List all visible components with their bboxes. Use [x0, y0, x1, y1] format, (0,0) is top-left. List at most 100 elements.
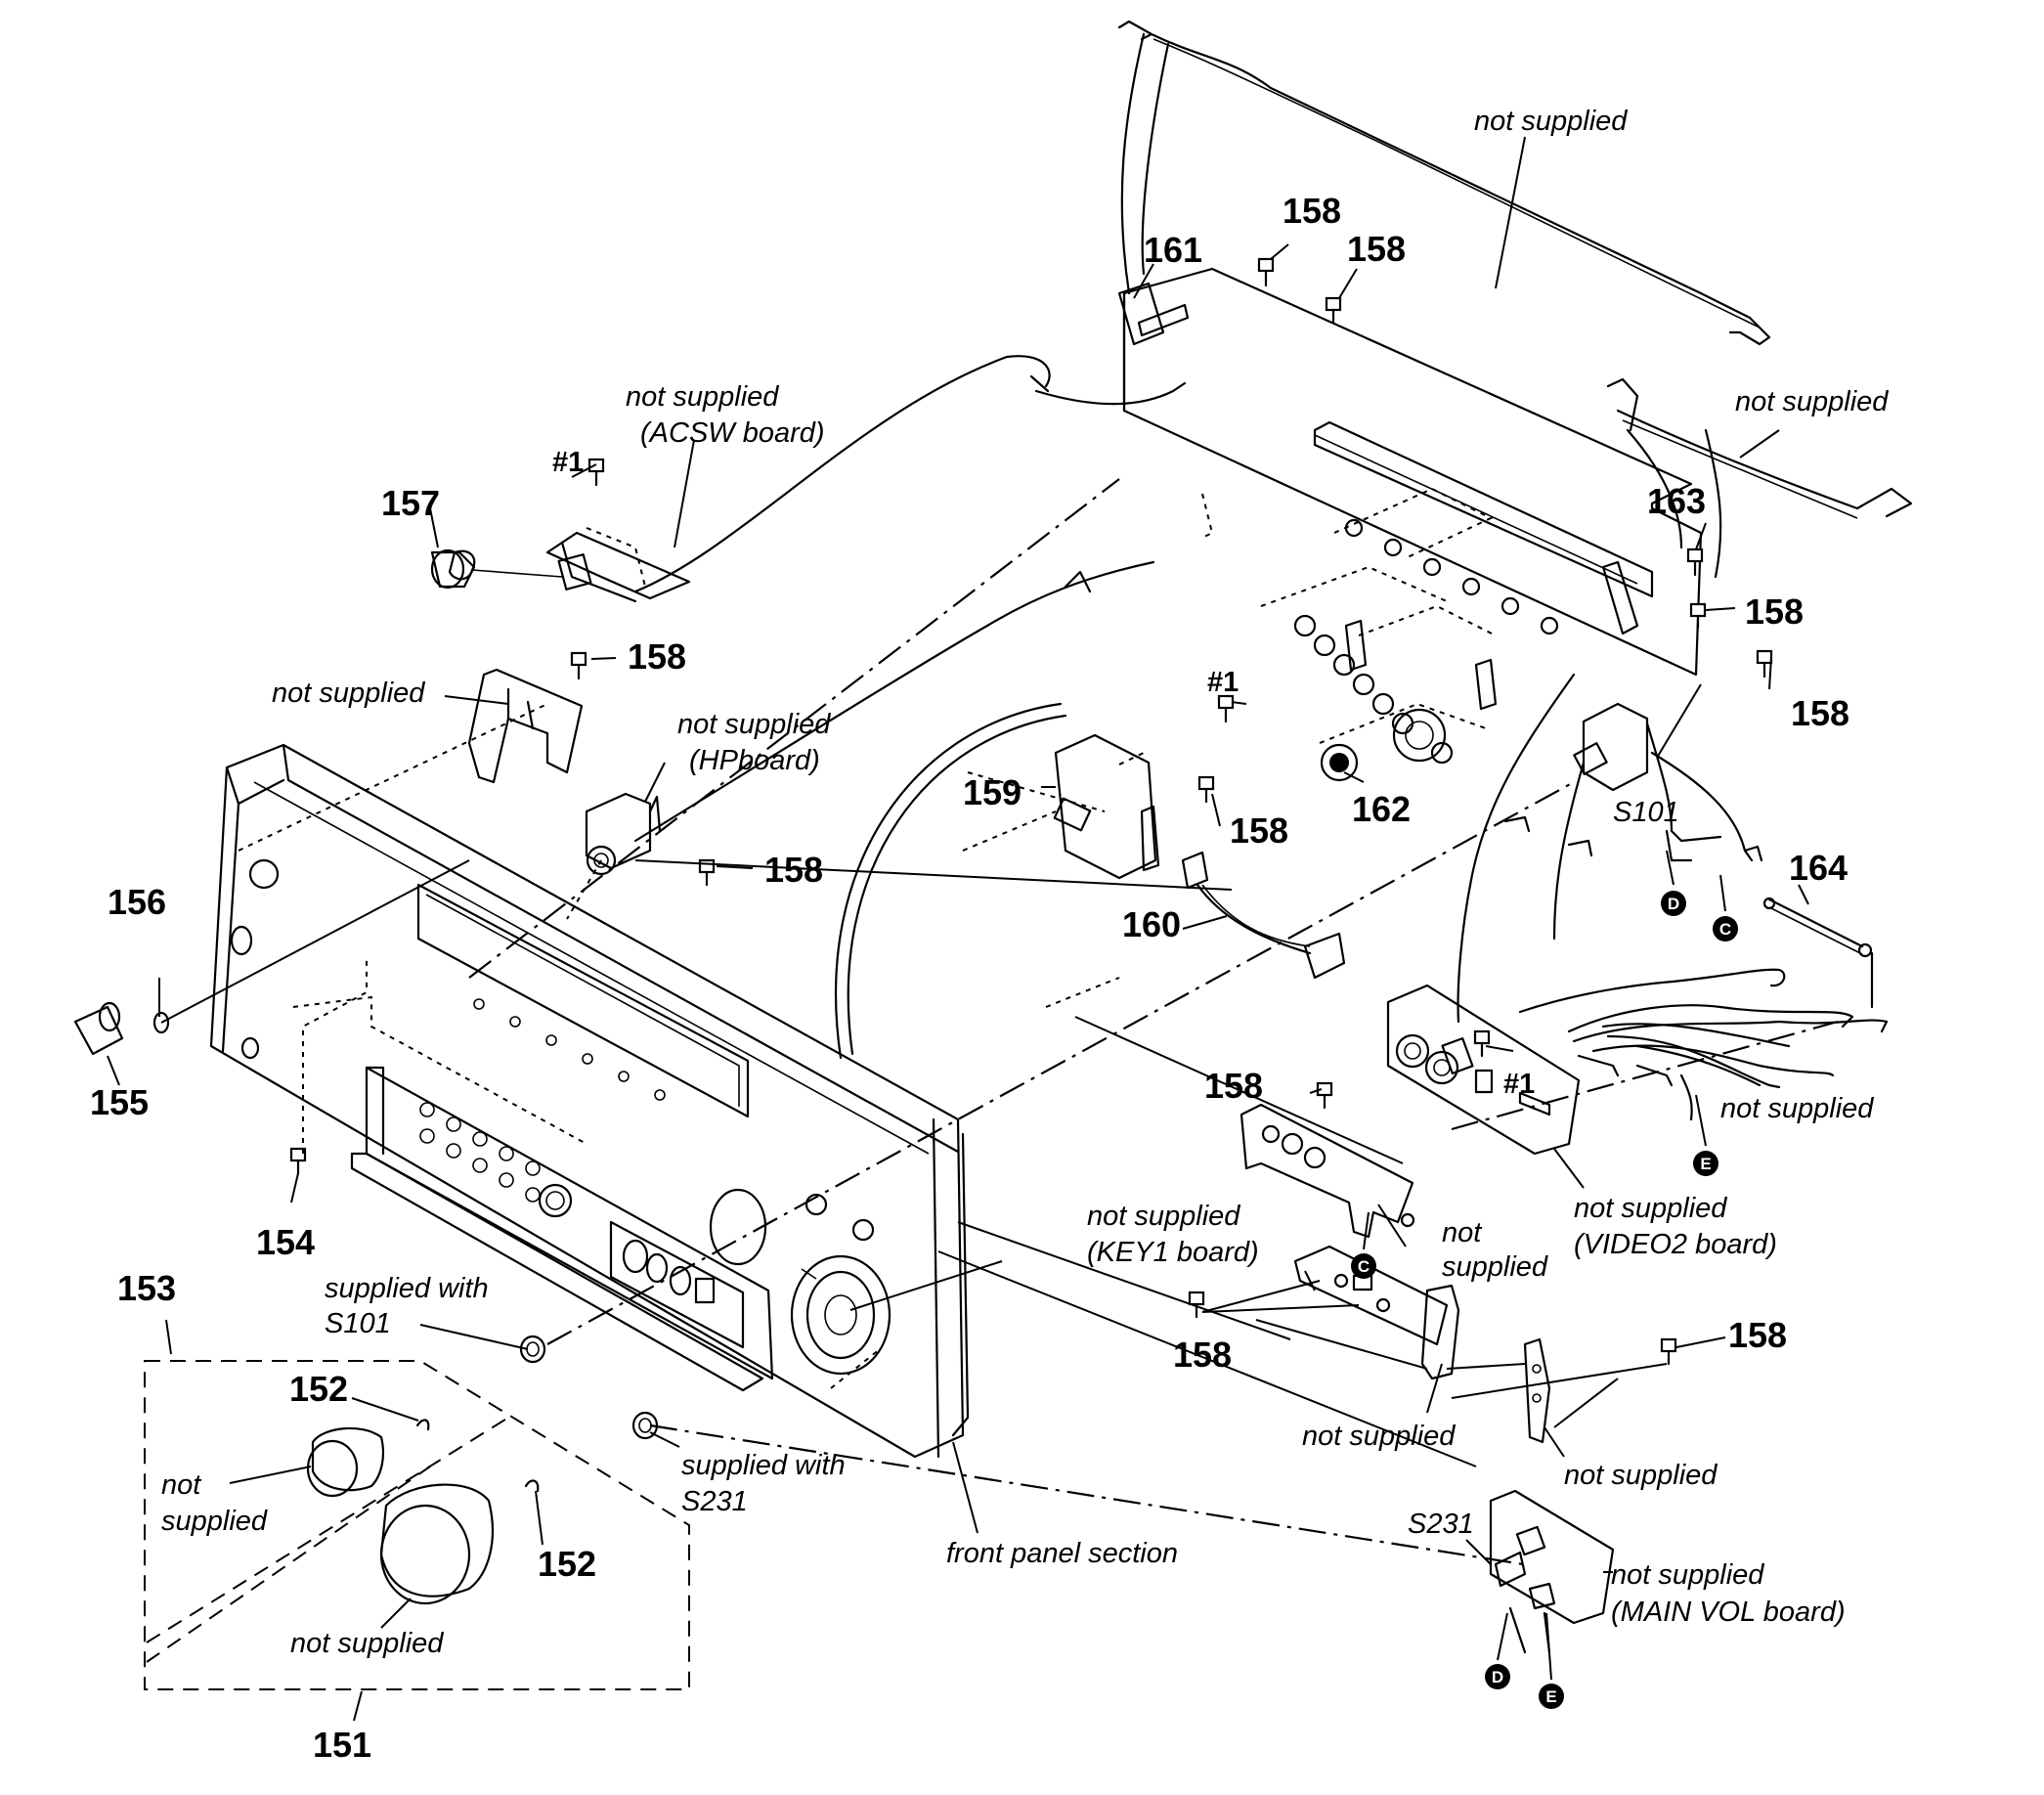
- label-158-d: 158: [1791, 693, 1849, 733]
- screw-158-j: [1660, 1337, 1677, 1366]
- screw-h1-a: [587, 458, 605, 487]
- note-acsw-1: not supplied: [626, 381, 779, 413]
- note-right-cable: not supplied: [1735, 386, 1889, 417]
- screw-158-a: [1257, 257, 1275, 287]
- label-162: 162: [1352, 789, 1411, 829]
- note-key1-bracket: not supplied: [1302, 1421, 1456, 1452]
- note-knob-big: not supplied: [290, 1628, 444, 1659]
- svg-text:C: C: [1719, 920, 1731, 939]
- label-158-b: 158: [1347, 229, 1406, 269]
- knob-155: [73, 1001, 124, 1056]
- label-152-a: 152: [289, 1369, 348, 1409]
- note-acsw-2: (ACSW board): [640, 417, 825, 449]
- note-cables: not supplied: [1720, 1093, 1874, 1124]
- connector-c1: C: [1713, 916, 1738, 941]
- label-h1-c: #1: [1503, 1069, 1535, 1100]
- acsw-board: [448, 527, 691, 603]
- label-s231: S231: [1408, 1509, 1474, 1540]
- label-158-i: 158: [1173, 1335, 1232, 1375]
- label-159: 159: [963, 772, 1022, 812]
- knob-set-151: [306, 1419, 540, 1605]
- note-supplied-s231-1: supplied with: [681, 1450, 846, 1481]
- acsw-bracket: [467, 668, 584, 784]
- screw-158-h: [1316, 1081, 1333, 1110]
- key1-board: [1293, 1245, 1460, 1380]
- label-156: 156: [108, 882, 166, 922]
- cable-160: [1181, 851, 1346, 980]
- screw-154: [289, 1147, 307, 1175]
- connector-e1: E: [1693, 1151, 1718, 1176]
- label-157: 157: [381, 483, 440, 523]
- label-s101: S101: [1613, 797, 1679, 828]
- note-top-cable: not supplied: [1474, 106, 1628, 137]
- screw-h1-b: [1217, 694, 1235, 723]
- label-155: 155: [90, 1082, 149, 1122]
- connector-markers: D C E C D E: [1351, 850, 1738, 1709]
- front-panel-buttons-top: [473, 998, 666, 1101]
- label-151: 151: [313, 1725, 371, 1765]
- small-bracket: [1523, 1337, 1551, 1444]
- assembly-guide-lines: [160, 478, 1839, 1566]
- screws: [289, 257, 1773, 1366]
- svg-text:E: E: [1700, 1155, 1711, 1173]
- label-158-c: 158: [1745, 591, 1804, 632]
- note-hp-1: not supplied: [677, 709, 831, 740]
- label-164: 164: [1789, 848, 1848, 888]
- main-vol-board: [1489, 1489, 1615, 1654]
- front-panel-buttons-bottom: [419, 1102, 541, 1203]
- note-supplied-s231-2: S231: [681, 1486, 748, 1517]
- label-158-e: 158: [628, 636, 686, 677]
- label-158-a: 158: [1283, 191, 1341, 231]
- label-h1-b: #1: [1207, 667, 1239, 698]
- front-panel-section: [209, 743, 970, 1459]
- note-main-vol-2: (MAIN VOL board): [1611, 1597, 1846, 1628]
- connector-d1: D: [1661, 891, 1686, 916]
- svg-text:E: E: [1545, 1687, 1556, 1706]
- washer-156: [152, 1011, 170, 1034]
- screw-h1-c: [1473, 1029, 1491, 1058]
- nut-162: [1320, 743, 1359, 782]
- note-key1-1: not supplied: [1087, 1201, 1240, 1232]
- screw-163: [1686, 547, 1704, 577]
- label-154: 154: [256, 1222, 315, 1262]
- label-158-h: 158: [1204, 1066, 1263, 1106]
- note-labels: not supplied not supplied not supplied (…: [161, 106, 1889, 1659]
- note-front-panel: front panel section: [946, 1538, 1178, 1569]
- connector-e2: E: [1539, 1684, 1564, 1709]
- board-159: [962, 733, 1160, 880]
- label-163: 163: [1647, 481, 1706, 521]
- screw-158-e: [570, 651, 587, 680]
- display-board-161: [1117, 282, 1190, 346]
- note-video2-2: (VIDEO2 board): [1574, 1229, 1777, 1260]
- label-158-f: 158: [1230, 810, 1288, 851]
- note-supplied-s101-2: S101: [325, 1308, 391, 1339]
- note-knob-small-1: not: [161, 1469, 202, 1501]
- label-152-b: 152: [538, 1544, 596, 1584]
- hp-board: [585, 792, 662, 876]
- main-board-assembly: [1122, 267, 1703, 792]
- label-h1-a: #1: [552, 447, 584, 478]
- label-158-g: 158: [764, 850, 823, 890]
- screw-158-b: [1325, 296, 1342, 325]
- screw-158-c: [1689, 602, 1707, 630]
- label-160: 160: [1122, 904, 1181, 944]
- label-158-j: 158: [1728, 1315, 1787, 1355]
- svg-text:D: D: [1492, 1668, 1503, 1686]
- label-153: 153: [117, 1268, 176, 1308]
- note-bracket: not supplied: [272, 678, 425, 709]
- note-knob-small-2: supplied: [161, 1506, 268, 1537]
- note-supplied-s101-1: supplied with: [325, 1273, 489, 1304]
- svg-text:D: D: [1668, 895, 1679, 913]
- screw-158-f: [1197, 775, 1215, 804]
- note-hp-2: (HPboard): [689, 745, 820, 776]
- label-leaders: [107, 136, 1809, 1629]
- flat-cables: [633, 20, 1913, 1121]
- note-small-bracket: not supplied: [1564, 1460, 1718, 1491]
- note-video2-1: not supplied: [1574, 1193, 1727, 1224]
- screw-158-d: [1756, 649, 1773, 679]
- note-main-vol-1: not supplied: [1611, 1559, 1764, 1591]
- knob-157: [430, 548, 476, 590]
- note-key1-2: (KEY1 board): [1087, 1237, 1259, 1268]
- connector-d2: D: [1485, 1664, 1510, 1689]
